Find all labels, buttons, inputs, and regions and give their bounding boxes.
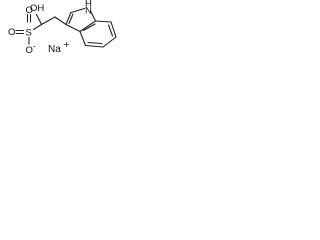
chemical-structure: OH O O S O - H N Na + — [8, 0, 117, 56]
bond-n-c7a — [89, 10, 97, 22]
sodium-charge: + — [63, 40, 70, 49]
hydroxyl-label: OH — [30, 3, 44, 14]
bond-c3-c2 — [65, 11, 72, 26]
indole-nh-label: H — [85, 0, 92, 10]
bond-lines — [15, 7, 117, 48]
sulfonate-o-left-label: O — [8, 27, 15, 38]
bond-oh-c — [35, 13, 43, 26]
sodium-label: Na — [48, 44, 61, 55]
bond-c5-c4 — [84, 44, 104, 48]
sulfonate-o-top-label: O — [26, 5, 33, 16]
sulfonate-s-label: S — [26, 28, 32, 39]
bond-c3a-c7a-inner — [82, 23, 96, 32]
sulfonate-charge: - — [33, 42, 36, 51]
bond-c-s — [32, 23, 43, 31]
bond-c3-c2-inner — [68, 13, 74, 25]
bond-c3a-c7a — [79, 20, 97, 33]
sulfonate-o-minus-label: O — [26, 45, 33, 56]
bond-c6-c5 — [102, 36, 117, 48]
bond-c3-c3a — [65, 23, 81, 33]
bond-c7-c6 — [110, 21, 117, 38]
atom-labels: OH O O S O - H N Na + — [8, 0, 92, 56]
bond-c7a-c7 — [94, 20, 112, 23]
bond-ch2-c3 — [54, 16, 67, 26]
bond-c2-n — [70, 7, 86, 14]
bond-c-ch2 — [40, 16, 56, 26]
bond-c4-c3a — [79, 30, 87, 47]
bond-c7-c6-inner — [107, 24, 114, 37]
bond-c5-c4-inner — [87, 41, 103, 45]
indole-n-label: N — [85, 6, 92, 17]
